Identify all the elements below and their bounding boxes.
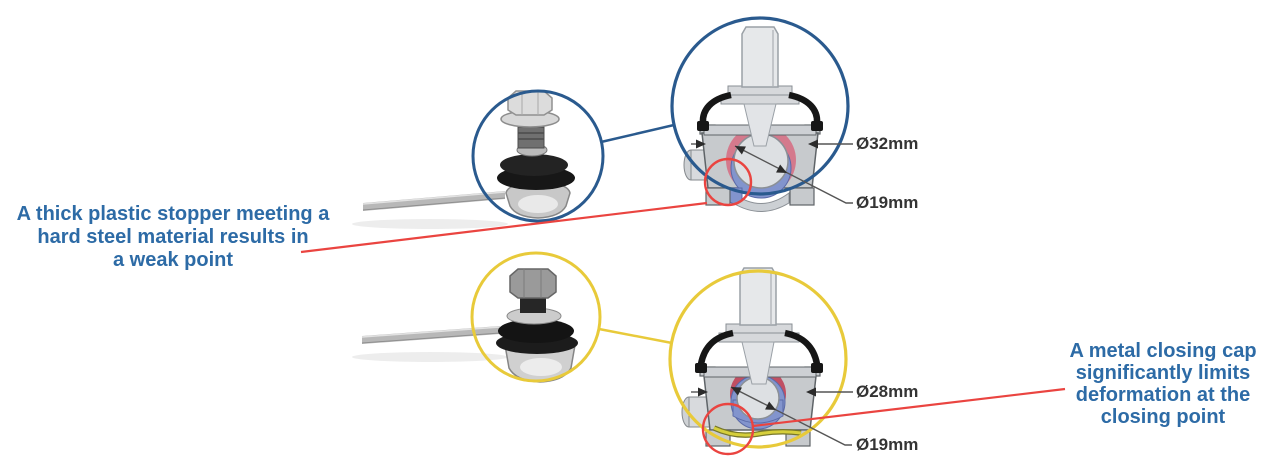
weak-point-note: A thick plastic stopper meeting a hard s… [8,203,338,272]
closing-point-highlight-circle [701,402,755,456]
top-outer-dimension-arrows [691,139,853,149]
weak-point-note-line3: a weak point [112,249,234,271]
closing-point-callout-line [752,387,1066,428]
top-magnifier-connector [600,123,675,144]
closing-cap-note-line2: significantly limits [1075,362,1251,384]
top-inner-diameter-label: Ø19mm [856,193,919,212]
bottom-photo-circle [470,251,602,383]
bottom-link-photo [352,268,578,383]
closing-cap-note-line3: deformation at the [1075,384,1251,406]
top-link-photo [352,90,575,229]
weak-point-highlight-circle [703,157,753,207]
bottom-cutaway-circle [668,269,848,449]
bottom-outer-diameter-label: Ø28mm [856,382,919,401]
weak-point-note-line1: A thick plastic stopper meeting a [16,203,330,225]
bottom-magnifier-connector [598,327,673,345]
top-cutaway-circle [670,16,850,196]
bottom-outer-dimension-arrows [691,387,853,397]
closing-cap-note-line4: closing point [1100,406,1226,428]
top-photo-circle [471,89,605,223]
bottom-inner-diameter-label: Ø19mm [856,435,919,454]
weak-point-callout-line [300,201,708,254]
closing-cap-note: A metal closing cap significantly limits… [1062,340,1264,428]
closing-cap-note-line1: A metal closing cap [1069,340,1257,362]
weak-point-note-line2: hard steel material results in [37,226,309,248]
bottom-inner-dimension-arrows [730,386,852,446]
top-outer-diameter-label: Ø32mm [856,134,919,153]
top-inner-dimension-arrows [734,145,853,204]
